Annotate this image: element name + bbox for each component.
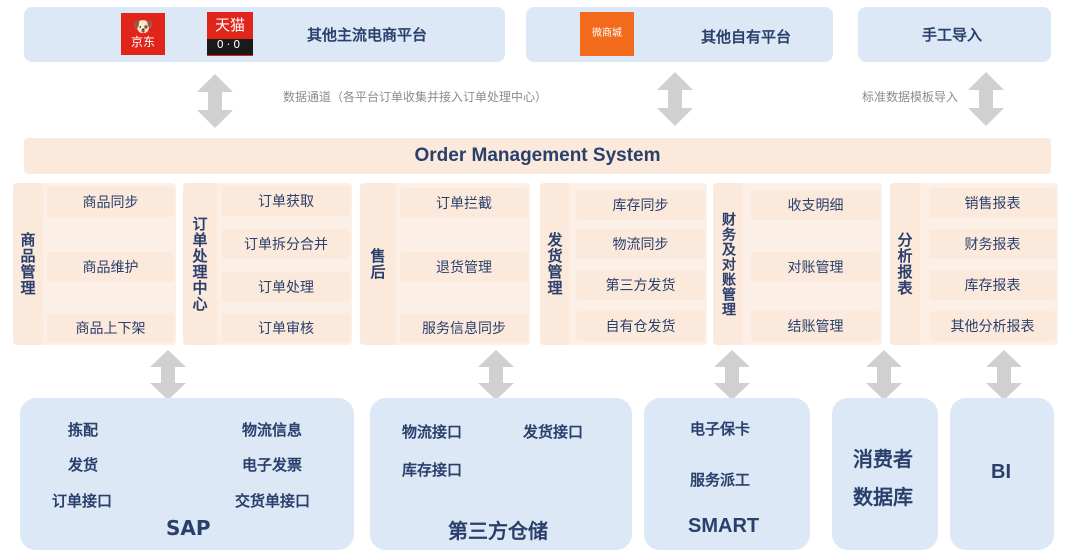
ecommerce-platforms-box: 🐶 京东 天猫 0·0 其他主流电商平台 (24, 7, 505, 62)
module-item: 库存同步 (576, 190, 705, 220)
module-item: 商品维护 (47, 252, 174, 282)
weidian-logo: 微商城 (580, 12, 634, 56)
module-category: 分析报表 (890, 183, 920, 345)
tmall-logo: 天猫 0·0 (207, 12, 253, 56)
sap-box: 拣配 物流信息 发货 电子发票 订单接口 交货单接口 SAP (20, 398, 354, 550)
module-item: 订单处理 (222, 272, 350, 302)
jd-logo: 🐶 京东 (121, 13, 165, 55)
manual-import-label: 手工导入 (922, 26, 983, 44)
module-item: 第三方发货 (576, 270, 705, 300)
module-category-label: 分析报表 (895, 232, 914, 296)
warehouse-title: 第三方仓储 (448, 519, 548, 543)
consumer-database-box: 消费者 数据库 (832, 398, 938, 550)
jd-logo-text: 京东 (130, 35, 155, 50)
own-platforms-box: 微商城 其他自有平台 (526, 7, 833, 62)
warehouse-item: 物流接口 (402, 423, 463, 441)
consumer-db-title-line1: 消费者 (853, 447, 913, 471)
module-category: 发货管理 (540, 183, 570, 345)
module-item: 商品上下架 (47, 313, 174, 343)
module-item: 自有仓发货 (576, 311, 705, 341)
sap-item: 拣配 (68, 421, 99, 439)
module-item: 对账管理 (751, 252, 880, 282)
double-arrow-icon (714, 350, 750, 400)
module-item: 其他分析报表 (929, 311, 1056, 341)
module-item: 订单获取 (222, 186, 350, 216)
warehouse-item: 发货接口 (523, 423, 584, 441)
module-category-label: 商品管理 (18, 232, 37, 296)
template-import-caption: 标准数据模板导入 (862, 90, 959, 104)
sap-title: SAP (166, 516, 211, 540)
module-category-label: 财务及对账管理 (720, 211, 736, 317)
sap-item: 发货 (68, 456, 99, 474)
module-category: 财务及对账管理 (713, 183, 743, 345)
module-item: 服务信息同步 (400, 313, 528, 343)
module-item: 订单审核 (222, 313, 350, 343)
third-party-warehouse-box: 物流接口 发货接口 库存接口 第三方仓储 (370, 398, 632, 550)
warehouse-item: 库存接口 (402, 461, 463, 479)
data-channel-caption: 数据通道（各平台订单收集并接入订单处理中心） (283, 90, 548, 104)
module-category-label: 发货管理 (545, 232, 564, 296)
module-category-label: 订单处理中心 (190, 216, 209, 312)
module-category-label: 售后 (368, 248, 387, 280)
weidian-logo-text: 微商城 (592, 28, 622, 40)
smart-item: 服务派工 (690, 471, 751, 489)
double-arrow-icon (866, 350, 902, 400)
module-category: 商品管理 (13, 183, 43, 345)
double-arrow-icon (968, 72, 1004, 126)
module-category: 订单处理中心 (183, 183, 217, 345)
sap-item: 订单接口 (52, 492, 113, 510)
ecommerce-platforms-label: 其他主流电商平台 (307, 26, 428, 44)
module-item: 收支明细 (751, 190, 880, 220)
sap-item: 交货单接口 (235, 492, 311, 510)
module-item: 库存报表 (929, 270, 1056, 300)
oms-title: Order Management System (414, 145, 661, 166)
double-arrow-icon (478, 350, 514, 400)
module-item: 商品同步 (47, 187, 174, 217)
module-item: 销售报表 (929, 188, 1056, 218)
double-arrow-icon (150, 350, 186, 400)
tmall-logo-text: 天猫 (214, 16, 245, 35)
module-item: 退货管理 (400, 252, 528, 282)
tmall-cat-face: 0·0 (207, 38, 253, 55)
module-item: 物流同步 (576, 229, 705, 259)
consumer-db-title-line2: 数据库 (853, 485, 913, 509)
smart-item: 电子保卡 (690, 420, 751, 438)
smart-box: 电子保卡 服务派工 SMART (644, 398, 810, 550)
sap-item: 物流信息 (242, 421, 303, 439)
module-item: 订单拆分合并 (222, 229, 350, 259)
oms-bar: Order Management System (24, 138, 1051, 174)
module-item: 财务报表 (929, 229, 1056, 259)
bi-box: BI (950, 398, 1054, 550)
module-category: 售后 (360, 183, 396, 345)
sap-item: 电子发票 (242, 456, 303, 474)
module-item: 订单拦截 (400, 188, 528, 218)
manual-import-box: 手工导入 (858, 7, 1051, 62)
double-arrow-icon (197, 74, 233, 128)
double-arrow-icon (986, 350, 1022, 400)
smart-title: SMART (688, 515, 760, 537)
own-platforms-label: 其他自有平台 (701, 28, 792, 46)
double-arrow-icon (657, 72, 693, 126)
module-item: 结账管理 (751, 311, 880, 341)
bi-title: BI (991, 461, 1011, 483)
